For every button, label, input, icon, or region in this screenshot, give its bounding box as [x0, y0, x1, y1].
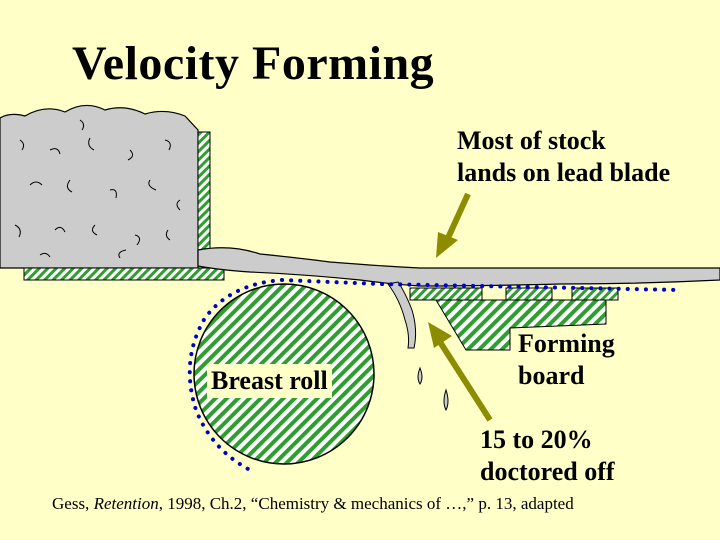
caption-rest: , 1998, Ch.2, “Chemistry & mechanics of … — [158, 494, 574, 513]
stock-label: Most of stock lands on lead blade — [457, 125, 670, 189]
page-title: Velocity Forming — [72, 37, 435, 90]
forming-wire — [187, 278, 682, 472]
blade-3 — [571, 287, 619, 301]
forming-board-label: Forming board — [518, 328, 615, 392]
arrow-doctored-off — [428, 322, 493, 422]
caption-work: Retention — [93, 494, 159, 513]
stock-label-line2: lands on lead blade — [457, 158, 671, 187]
doctored-label-line2: doctored off — [480, 457, 615, 486]
arrow-lead-blade — [436, 192, 471, 258]
doctored-stream — [387, 281, 417, 349]
headbox-floor — [23, 267, 225, 281]
stock-label-line1: Most of stock — [457, 126, 606, 155]
doctored-label-line1: 15 to 20% — [480, 425, 593, 454]
stock-fiber-marks — [14, 119, 181, 259]
headbox-stock — [0, 104, 199, 269]
source-caption: Gess, Retention, 1998, Ch.2, “Chemistry … — [52, 494, 574, 514]
drop-2 — [443, 388, 449, 412]
breast-roll-label: Breast roll — [207, 364, 332, 398]
blade-2 — [505, 287, 553, 301]
forming-board-label-line2: board — [518, 361, 585, 390]
drop-1 — [417, 366, 423, 385]
stock-jet — [197, 247, 720, 287]
doctored-label: 15 to 20% doctored off — [480, 424, 615, 488]
caption-author: Gess, — [52, 494, 94, 513]
lead-blade — [409, 287, 483, 301]
forming-board-label-line1: Forming — [518, 329, 615, 358]
slice-lip — [197, 131, 211, 251]
